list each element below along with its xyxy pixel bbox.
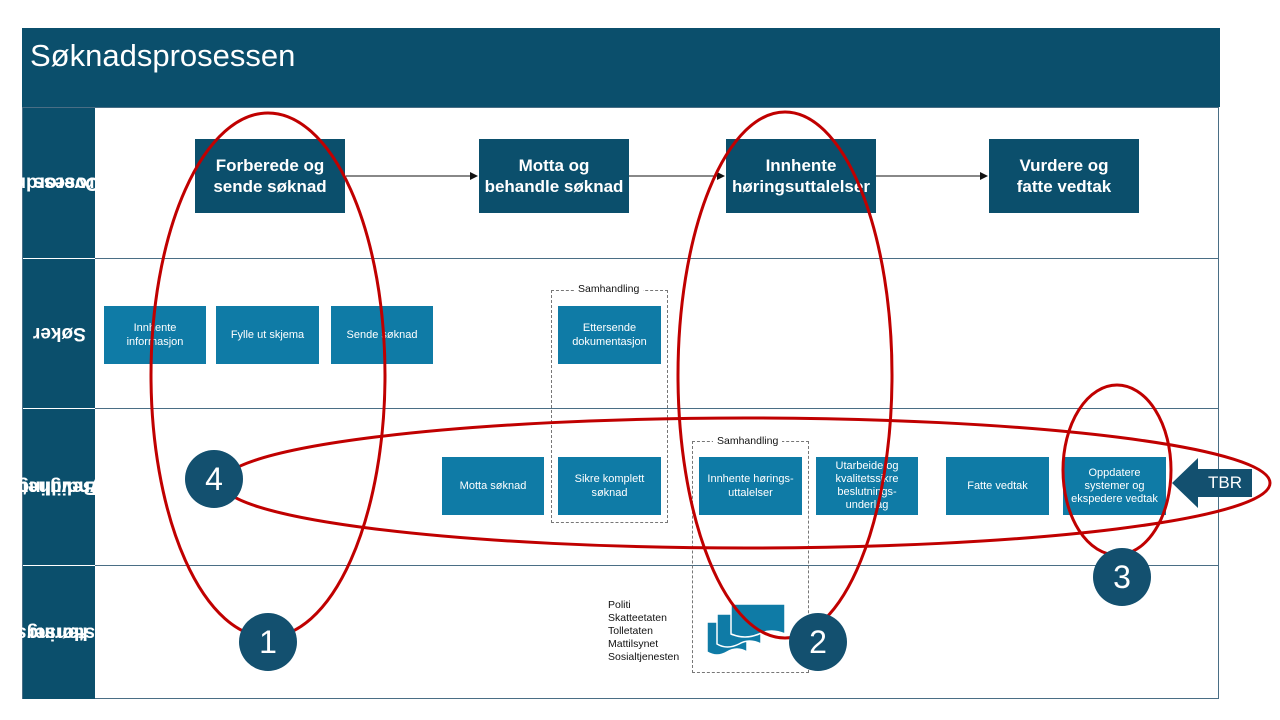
task-fatte-vedtak: Fatte vedtak — [946, 457, 1049, 515]
marker-4: 4 — [185, 450, 243, 508]
task-motta-soknad: Motta søknad — [442, 457, 544, 515]
documents-icon — [706, 603, 786, 656]
swimlane-frame — [22, 107, 1219, 699]
marker-3: 3 — [1093, 548, 1151, 606]
highlight-ellipse-2 — [676, 110, 894, 640]
lane-label-bevillingsmyndighet: Bevillings-myndighet — [0, 409, 118, 565]
collaboration-label: Samhandling — [574, 283, 644, 295]
task-innhente-horingsuttalelser: Innhente hørings-uttalelser — [699, 457, 802, 515]
lane-label-horingsinstanser: Hørings-instanser — [9, 566, 112, 699]
highlight-ellipse-1 — [149, 111, 387, 639]
agency-item: Mattilsynet — [608, 638, 659, 650]
lane-divider — [95, 258, 1219, 259]
hearing-agency-list: Politi Skatteetaten Tolletaten Mattilsyn… — [608, 599, 679, 664]
lane-divider — [95, 408, 1219, 409]
agency-item: Tolletaten — [608, 625, 653, 637]
highlight-ellipse-4 — [220, 416, 1272, 550]
task-fylle-ut-skjema: Fylle ut skjema — [216, 306, 319, 364]
marker-2: 2 — [789, 613, 847, 671]
agency-item: Sosialtjenesten — [608, 651, 680, 663]
tbr-label: TBR — [1208, 473, 1242, 492]
collaboration-label: Samhandling — [713, 435, 783, 447]
marker-1: 1 — [239, 613, 297, 671]
title-sub-bar — [22, 88, 1220, 107]
page-title: Søknadsprosessen — [30, 38, 296, 73]
title-bar: Søknadsprosessen — [22, 28, 1220, 88]
lane-label-soker: Søker — [23, 259, 95, 408]
lane-divider — [95, 565, 1219, 566]
agency-item: Skatteetaten — [608, 612, 667, 624]
agency-item: Politi — [608, 599, 631, 611]
